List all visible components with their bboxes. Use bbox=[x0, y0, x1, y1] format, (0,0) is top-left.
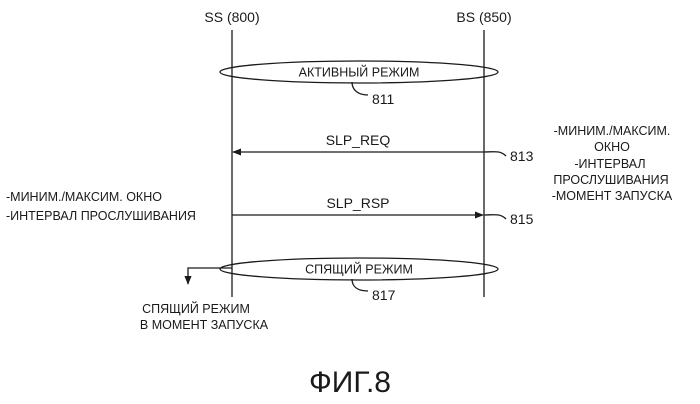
response-param-line: -ИНТЕРВАЛ ПРОСЛУШИВАНИЯ bbox=[6, 209, 196, 223]
active-mode-ref-leader bbox=[352, 82, 368, 95]
sleep-start-line: В МОМЕНТ ЗАПУСКА bbox=[140, 318, 269, 332]
sleep-mode-label: СПЯЩИЙ РЕЖИМ bbox=[305, 262, 413, 277]
sleep-mode-ref-leader bbox=[352, 279, 368, 291]
slp-req-message: SLP_REQ 813 bbox=[233, 132, 534, 164]
request-param-line: ОКНО bbox=[594, 140, 630, 154]
active-mode-label: АКТИВНЫЙ РЕЖИМ bbox=[299, 65, 420, 80]
sleep-start-line: СПЯЩИЙ РЕЖИМ bbox=[142, 301, 250, 316]
active-mode-block: АКТИВНЫЙ РЕЖИМ 811 bbox=[220, 61, 498, 107]
sleep-mode-ref: 817 bbox=[372, 287, 396, 303]
request-param-line: -МИНИМ./МАКСИМ. bbox=[554, 124, 671, 138]
slp-rsp-message: SLP_RSP 815 bbox=[232, 195, 534, 227]
slp-req-ref-leader bbox=[484, 152, 506, 156]
sleep-mode-block: СПЯЩИЙ РЕЖИМ 817 bbox=[220, 258, 498, 303]
sleep-start-note: СПЯЩИЙ РЕЖИМ В МОМЕНТ ЗАПУСКА bbox=[140, 301, 269, 332]
response-params-note: -МИНИМ./МАКСИМ. ОКНО -ИНТЕРВАЛ ПРОСЛУШИВ… bbox=[6, 190, 196, 223]
request-param-line: ПРОСЛУШИВАНИЯ bbox=[553, 173, 668, 187]
figure-caption: ФИГ.8 bbox=[309, 366, 391, 399]
slp-rsp-label: SLP_RSP bbox=[326, 195, 389, 211]
response-param-line: -МИНИМ./МАКСИМ. ОКНО bbox=[6, 190, 162, 204]
active-mode-ref: 811 bbox=[372, 91, 395, 107]
request-param-line: -ИНТЕРВАЛ bbox=[574, 157, 645, 171]
slp-rsp-ref-leader bbox=[484, 215, 506, 219]
slp-req-label: SLP_REQ bbox=[326, 132, 391, 148]
ss-entity-label: SS (800) bbox=[204, 9, 259, 25]
slp-req-ref: 813 bbox=[510, 148, 534, 164]
sleep-start-arrow bbox=[188, 268, 232, 284]
request-params-note: -МИНИМ./МАКСИМ. ОКНО -ИНТЕРВАЛ ПРОСЛУШИВ… bbox=[552, 124, 673, 203]
request-param-line: -МОМЕНТ ЗАПУСКА bbox=[552, 189, 673, 203]
slp-rsp-ref: 815 bbox=[510, 211, 534, 227]
bs-entity-label: BS (850) bbox=[456, 9, 511, 25]
